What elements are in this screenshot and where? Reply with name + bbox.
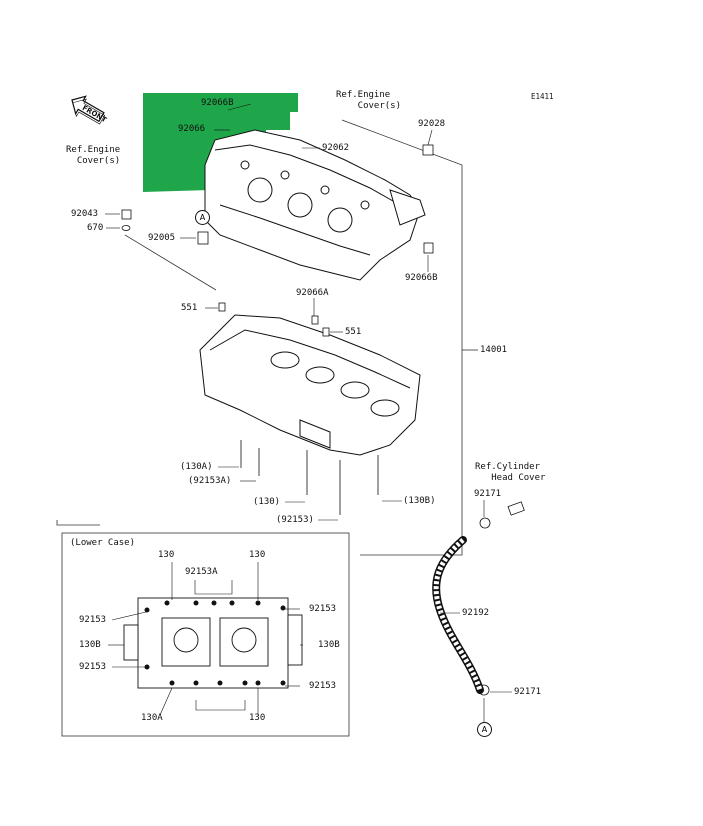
marker-a-top: A <box>195 210 210 225</box>
part-92062: 92062 <box>322 143 350 153</box>
bracket-lines <box>56 119 478 556</box>
part-92153a: (92153A) <box>188 476 232 486</box>
lc-130a-bottom: 130A <box>141 713 163 723</box>
lc-130b-left: 130B <box>79 640 101 650</box>
part-92171-top: 92171 <box>474 489 502 499</box>
ref-engine-cover-left: Ref.Engine Cover(s) <box>66 145 121 166</box>
lower-case-bolts <box>144 600 286 686</box>
lower-case-inset-box <box>61 532 350 737</box>
part-14001: 14001 <box>480 345 508 355</box>
part-92066a: 92066A <box>296 288 329 298</box>
part-92066-top: 92066 <box>178 124 206 134</box>
part-92028: 92028 <box>418 119 446 129</box>
lc-92153-left-top: 92153 <box>79 615 107 625</box>
lc-130-bottom: 130 <box>249 713 266 723</box>
ref-cylinder-head-cover: Ref.Cylinder Head Cover <box>475 462 546 483</box>
lc-130-top-left: 130 <box>158 550 175 560</box>
part-92153: (92153) <box>276 515 314 525</box>
marker-a-bottom: A <box>477 722 492 737</box>
part-551-right: 551 <box>345 327 362 337</box>
lower-case-top-view <box>123 597 303 689</box>
part-130a: (130A) <box>180 462 213 472</box>
part-130b: (130B) <box>403 496 436 506</box>
hose-92192-inner <box>433 538 483 691</box>
part-92171-bottom: 92171 <box>514 687 542 697</box>
lc-92153-left-bottom: 92153 <box>79 662 107 672</box>
part-92192: 92192 <box>462 608 490 618</box>
lc-92153a-top: 92153A <box>185 567 218 577</box>
leader-lines <box>105 103 512 722</box>
lc-92153-right-top: 92153 <box>309 604 337 614</box>
lower-crankcase <box>199 314 421 456</box>
part-92066b-top: 92066B <box>201 98 234 108</box>
part-92066b-right: 92066B <box>405 273 438 283</box>
ref-engine-cover-top: Ref.Engine Cover(s) <box>336 90 402 111</box>
part-130: (130) <box>253 497 281 507</box>
small-parts <box>121 144 525 696</box>
lc-130-top-right: 130 <box>249 550 266 560</box>
diagram-code: E1411 <box>531 92 554 101</box>
part-92043: 92043 <box>71 209 99 219</box>
front-arrow-icon: FRONT <box>71 95 108 125</box>
lc-92153-right-bottom: 92153 <box>309 681 337 691</box>
lc-130b-right: 130B <box>318 640 340 650</box>
part-670: 670 <box>87 223 104 233</box>
part-551-left: 551 <box>181 303 198 313</box>
part-92005: 92005 <box>148 233 176 243</box>
lower-case-title: (Lower Case) <box>70 538 136 548</box>
upper-crankcase <box>204 129 426 281</box>
